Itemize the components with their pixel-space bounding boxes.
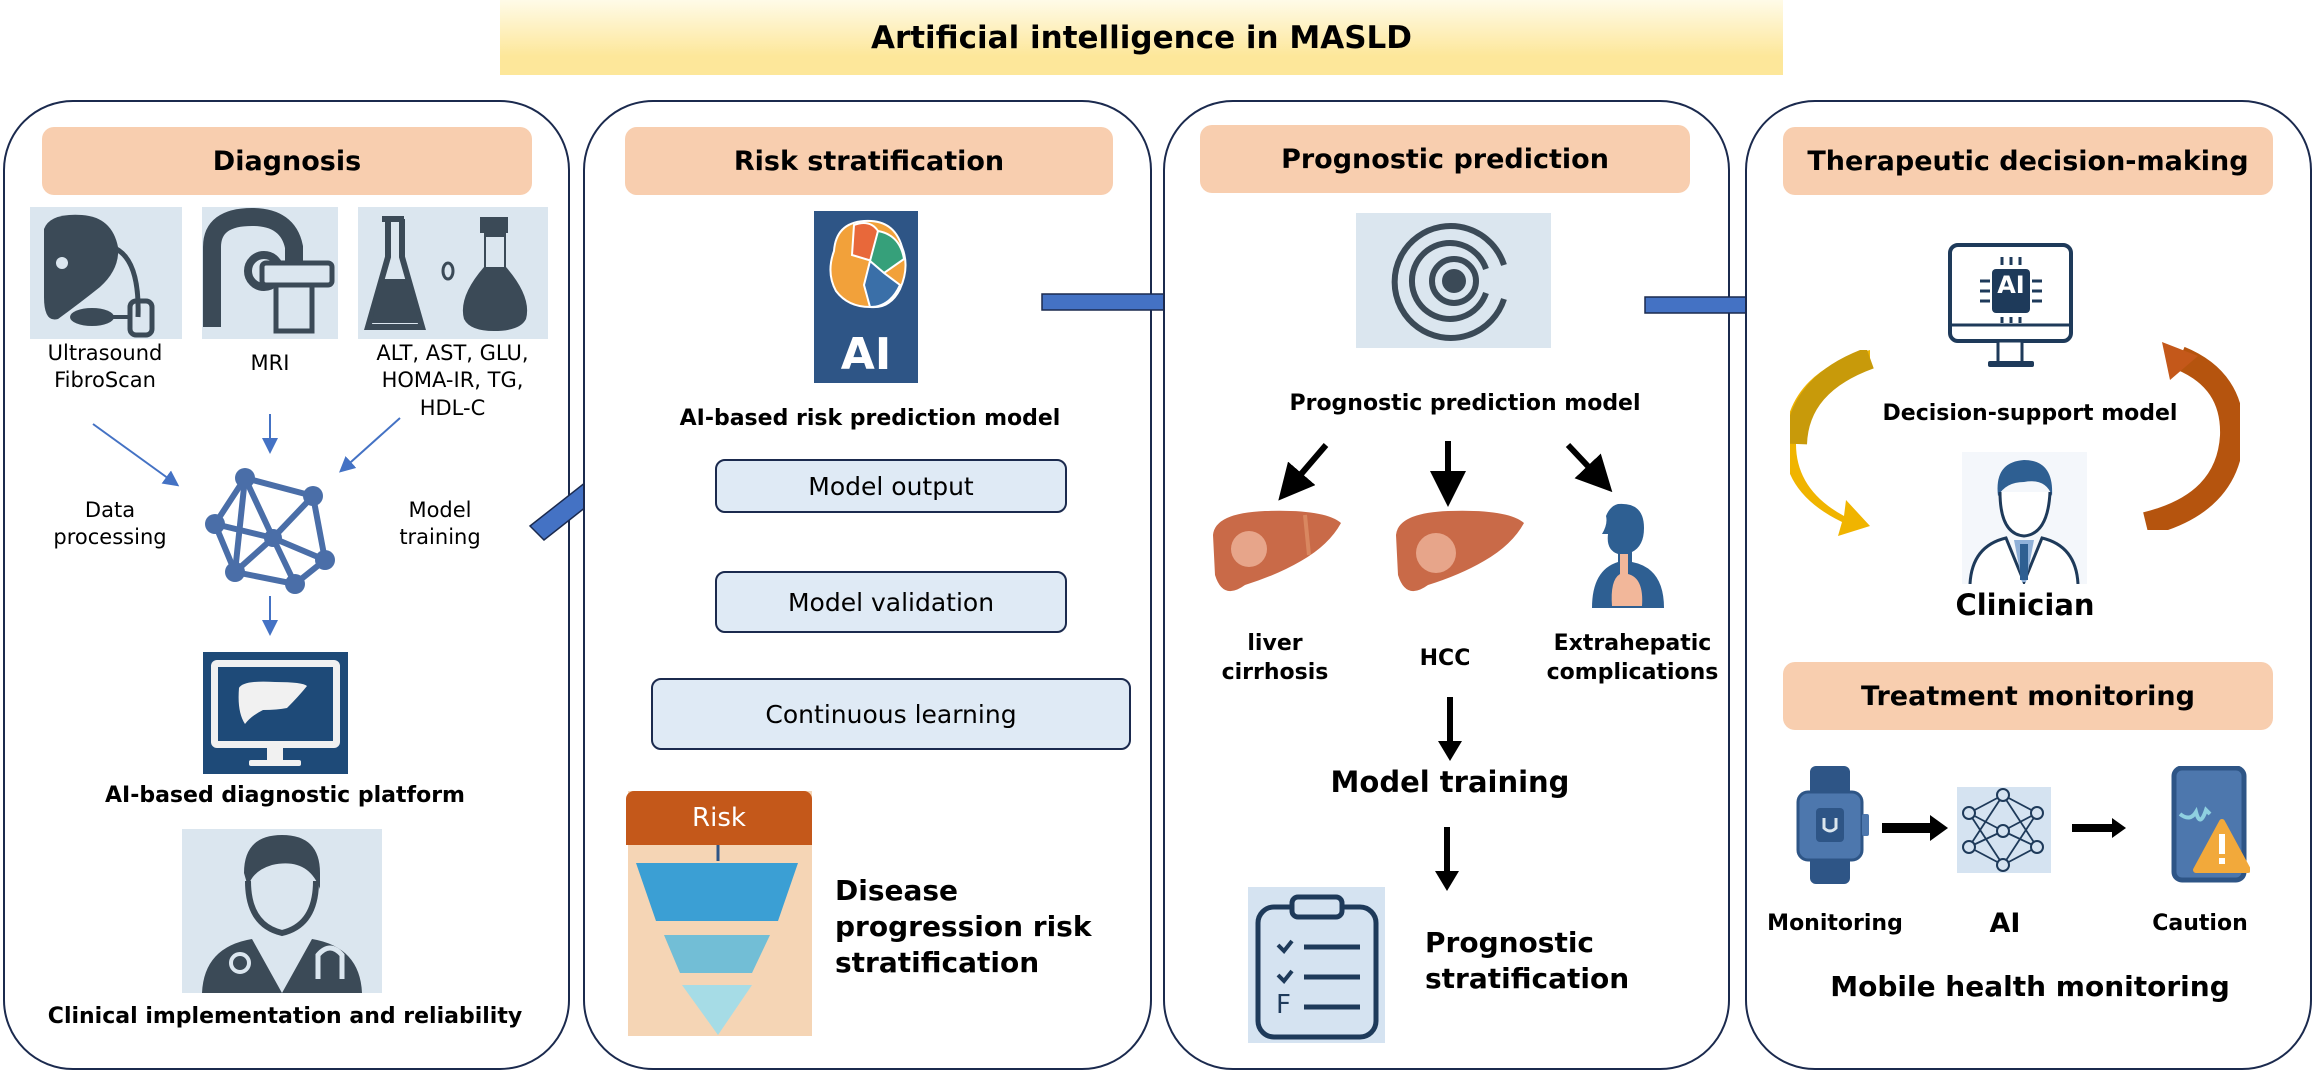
mri-scanner-icon — [202, 207, 338, 339]
monitor-arrow-2 — [2072, 818, 2126, 838]
phone-warning-icon — [2140, 766, 2250, 891]
clinical-implementation-label: Clinical implementation and reliability — [47, 1004, 523, 1029]
header-treatment-monitoring: Treatment monitoring — [1783, 662, 2273, 730]
mobile-health-monitoring-label: Mobile health monitoring — [1830, 970, 2230, 1003]
diagnosis-input-arrows — [92, 414, 401, 636]
person-organs-icon — [1588, 498, 1668, 618]
ai-monitor-icon: AI — [1948, 243, 2073, 371]
prognostic-stratification-label: Prognostic stratification — [1425, 926, 1630, 995]
monitor-step-label-ai: AI — [1989, 908, 2021, 939]
ai-brain-icon: AI — [814, 211, 918, 383]
outcome-label-hcc: HCC — [1419, 646, 1471, 671]
diagnostic-platform-icon — [203, 652, 348, 774]
liver-cirrhosis-icon — [1205, 505, 1345, 605]
diagnostic-platform-label: AI-based diagnostic platform — [105, 783, 465, 808]
lab-flasks-icon — [358, 207, 548, 339]
risk-funnel-caption: Disease progression risk stratification — [835, 874, 1092, 979]
monitor-step-label-monitoring: Monitoring — [1767, 911, 1903, 936]
doctor-stethoscope-icon — [182, 829, 382, 993]
risk-model-label: AI-based risk prediction model — [679, 406, 1061, 431]
data-processing-label: Data processing — [53, 498, 167, 550]
ai-badge: AI — [840, 329, 892, 380]
risk-funnel-label: Risk — [626, 791, 812, 845]
checklist-icon: F — [1248, 887, 1385, 1043]
input-label-mri: MRI — [250, 351, 290, 375]
target-rings-icon — [1356, 213, 1551, 348]
smartwatch-icon — [1796, 766, 1871, 886]
model-training-label: Model training — [399, 498, 481, 550]
clinician-icon — [1962, 452, 2087, 584]
header-diagnosis: Diagnosis — [42, 127, 532, 195]
decision-support-label: Decision-support model — [1882, 401, 2178, 426]
stratification-arrow — [1435, 827, 1459, 891]
liver-hcc-icon — [1388, 505, 1528, 605]
outcome-arrows — [1278, 441, 1613, 507]
monitor-step-label-caution: Caution — [2152, 911, 2248, 936]
step-model-validation: Model validation — [715, 571, 1067, 633]
outcome-label-extrahepatic: Extrahepatic complications — [1546, 631, 1719, 685]
cycle-arrow-left-icon — [1790, 350, 1874, 536]
header-prognostic-prediction: Prognostic prediction — [1200, 125, 1690, 193]
model-training-label: Model training — [1330, 765, 1570, 799]
step-continuous-learning: Continuous learning — [651, 678, 1131, 750]
header-therapeutic-decision: Therapeutic decision-making — [1783, 127, 2273, 195]
risk-funnel-icon: Risk — [626, 791, 812, 1036]
training-arrow — [1438, 697, 1462, 761]
cycle-arrow-right-icon — [2142, 342, 2240, 530]
network-icon — [195, 468, 345, 598]
clinician-label: Clinician — [1955, 588, 2095, 622]
diagram-title: Artificial intelligence in MASLD — [500, 0, 1783, 75]
header-risk-stratification: Risk stratification — [625, 127, 1113, 195]
outcome-label-cirrhosis: liver cirrhosis — [1221, 631, 1329, 685]
neural-network-icon — [1957, 787, 2051, 873]
input-label-ultrasound: Ultrasound FibroScan — [47, 341, 163, 393]
step-model-output: Model output — [715, 459, 1067, 513]
checklist-mark: F — [1276, 990, 1291, 1020]
liver-ultrasound-icon — [30, 207, 182, 339]
prognostic-model-label: Prognostic prediction model — [1289, 391, 1641, 416]
monitor-arrow-1 — [1882, 815, 1948, 841]
ai-chip-label: AI — [1997, 271, 2025, 299]
input-label-lab: ALT, AST, GLU, HOMA-IR, TG, HDL-C — [376, 341, 529, 420]
